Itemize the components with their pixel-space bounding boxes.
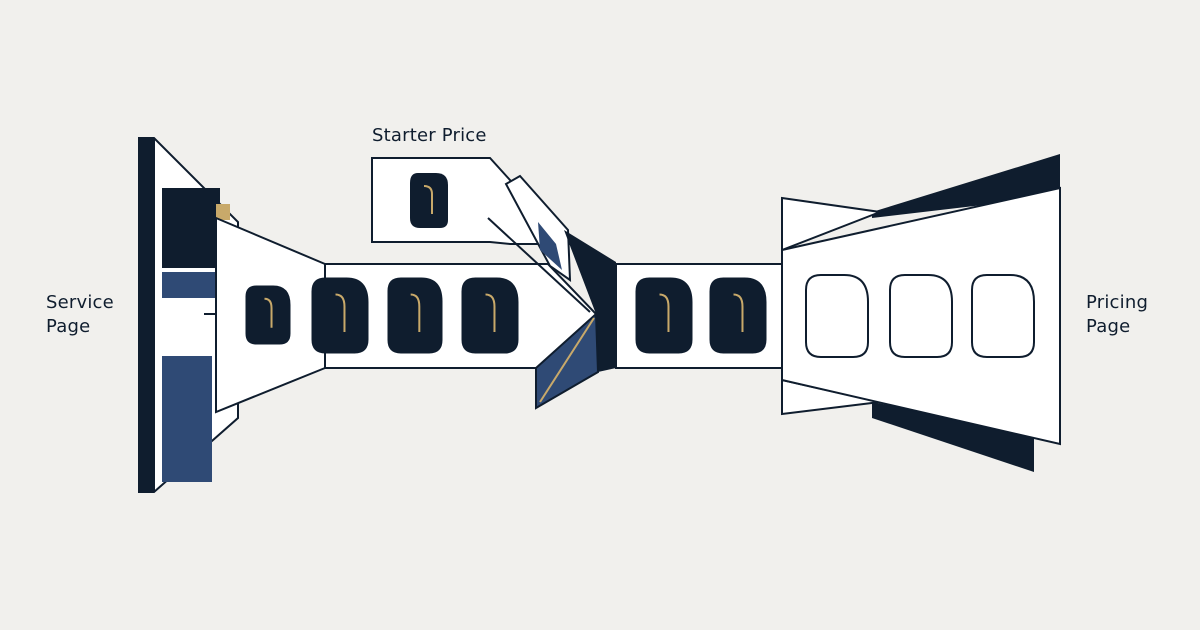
pricing-token-2 — [889, 274, 953, 358]
hinge-gold-edge — [539, 317, 595, 403]
starter-price-token — [410, 173, 448, 228]
token-mark — [423, 185, 433, 214]
corridor-token-5 — [635, 277, 693, 354]
pricing-page-label-line2: Page — [1086, 316, 1131, 337]
token-shape — [410, 173, 448, 228]
corridor-token-1 — [245, 285, 291, 345]
fold-hinge — [535, 230, 616, 410]
hinge-dark-back — [564, 230, 616, 372]
pricing-bottom-dark-wedge — [872, 402, 1034, 472]
corridor-token-2 — [311, 277, 369, 354]
starter-price-label: Starter Price — [372, 125, 487, 146]
service-page-footer-block — [162, 356, 212, 482]
pricing-token-3 — [971, 274, 1035, 358]
service-page-label-line2: Page — [46, 316, 91, 337]
service-page-header-block — [162, 188, 220, 268]
pricing-page-label: Pricing Page — [1086, 291, 1148, 339]
pricing-page-label-line1: Pricing — [1086, 292, 1149, 313]
pricing-top-flap — [781, 196, 884, 252]
service-page-spine — [139, 138, 155, 492]
corridor-token-6 — [709, 277, 767, 354]
pricing-token-1 — [805, 274, 869, 358]
corridor-token-4 — [461, 277, 519, 354]
starter-price-tab-shade — [538, 222, 562, 270]
starter-price-box — [371, 157, 591, 313]
starter-price-drop-line — [487, 217, 591, 313]
pricing-token-row — [805, 274, 1035, 358]
corridor-token-3 — [387, 277, 443, 354]
service-page-label: Service Page — [46, 291, 114, 339]
service-page-navy-strip — [162, 272, 220, 298]
pricing-top-dark-wedge — [872, 154, 1060, 218]
service-page-label-line1: Service — [46, 292, 114, 313]
service-page-gold-badge — [216, 204, 230, 220]
corridor-token-row — [245, 277, 767, 354]
